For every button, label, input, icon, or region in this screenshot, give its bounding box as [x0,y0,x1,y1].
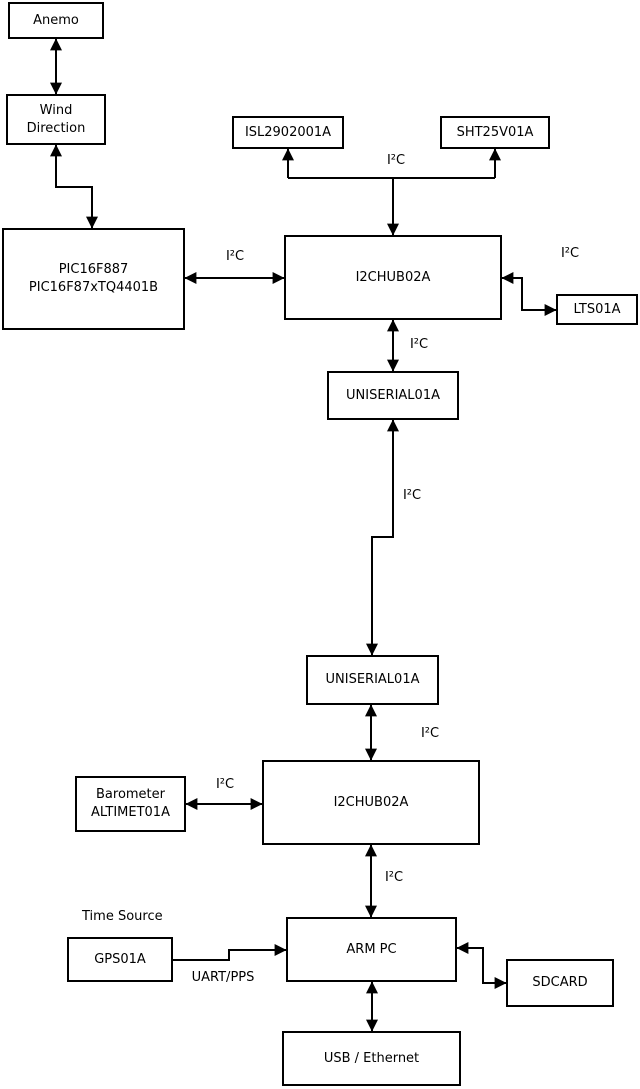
node-lts01a: LTS01A [556,294,638,325]
node-barometer: Barometer ALTIMET01A [75,776,186,832]
node-sht25v01a-label: SHT25V01A [456,124,534,140]
connector-gps-armpc [173,944,287,961]
node-uniserial-bottom: UNISERIAL01A [306,655,439,705]
node-uniserial-top: UNISERIAL01A [327,371,459,420]
node-wind-direction: Wind Direction [6,94,106,145]
node-isl2902001a-label: ISL2902001A [244,124,332,140]
i2c-label-barometer-hub: I²C [215,777,235,792]
i2c-label-long-link: I²C [402,488,422,503]
node-i2chub-top-label: I2CHUB02A [355,269,431,285]
i2c-label-uniserial-hub-bottom: I²C [420,726,440,741]
node-pic-line2: PIC16F87xTQ4401B [28,280,159,295]
node-usb-ethernet: USB / Ethernet [282,1031,461,1086]
node-sht25v01a: SHT25V01A [440,116,550,149]
node-gps01a: GPS01A [67,937,173,982]
node-usb-ethernet-label: USB / Ethernet [323,1050,420,1066]
node-gps01a-label: GPS01A [94,951,146,967]
node-anemo-label: Anemo [33,12,79,28]
node-pic: PIC16F887 PIC16F87xTQ4401B [2,228,185,330]
node-i2chub-bottom: I2CHUB02A [262,760,480,845]
uart-pps-label: UART/PPS [191,970,255,985]
node-uniserial-top-label: UNISERIAL01A [346,387,440,403]
node-wind-direction-line1: Wind [39,102,73,118]
node-barometer-line1: Barometer [96,787,165,803]
node-barometer-line2: ALTIMET01A [91,805,170,820]
node-pic-line1: PIC16F887 [58,262,129,278]
connector-i2chub-lts [501,272,557,316]
connector-winddirection-pic [50,144,98,229]
node-wind-direction-line2: Direction [26,120,86,136]
time-source-label: Time Source [82,909,163,924]
node-i2chub-bottom-label: I2CHUB02A [333,794,409,810]
i2c-label-isl-sht: I²C [386,153,406,168]
i2c-label-pic-hub: I²C [225,249,245,264]
node-uniserial-bottom-label: UNISERIAL01A [325,672,420,688]
i2c-label-hub-uniserial-top: I²C [409,337,429,352]
node-lts01a-label: LTS01A [573,301,621,317]
node-arm-pc-label: ARM PC [346,941,397,957]
node-i2chub-top: I2CHUB02A [284,235,502,320]
node-sdcard: SDCARD [506,959,614,1007]
node-arm-pc: ARM PC [286,917,457,982]
connector-uniserial-long-link [366,419,399,656]
i2c-label-hub-armpc: I²C [384,870,404,885]
node-anemo: Anemo [8,2,104,39]
node-sdcard-label: SDCARD [532,975,588,991]
connector-armpc-sdcard [456,942,507,989]
i2c-label-lts: I²C [560,246,580,261]
node-isl2902001a: ISL2902001A [232,116,344,149]
